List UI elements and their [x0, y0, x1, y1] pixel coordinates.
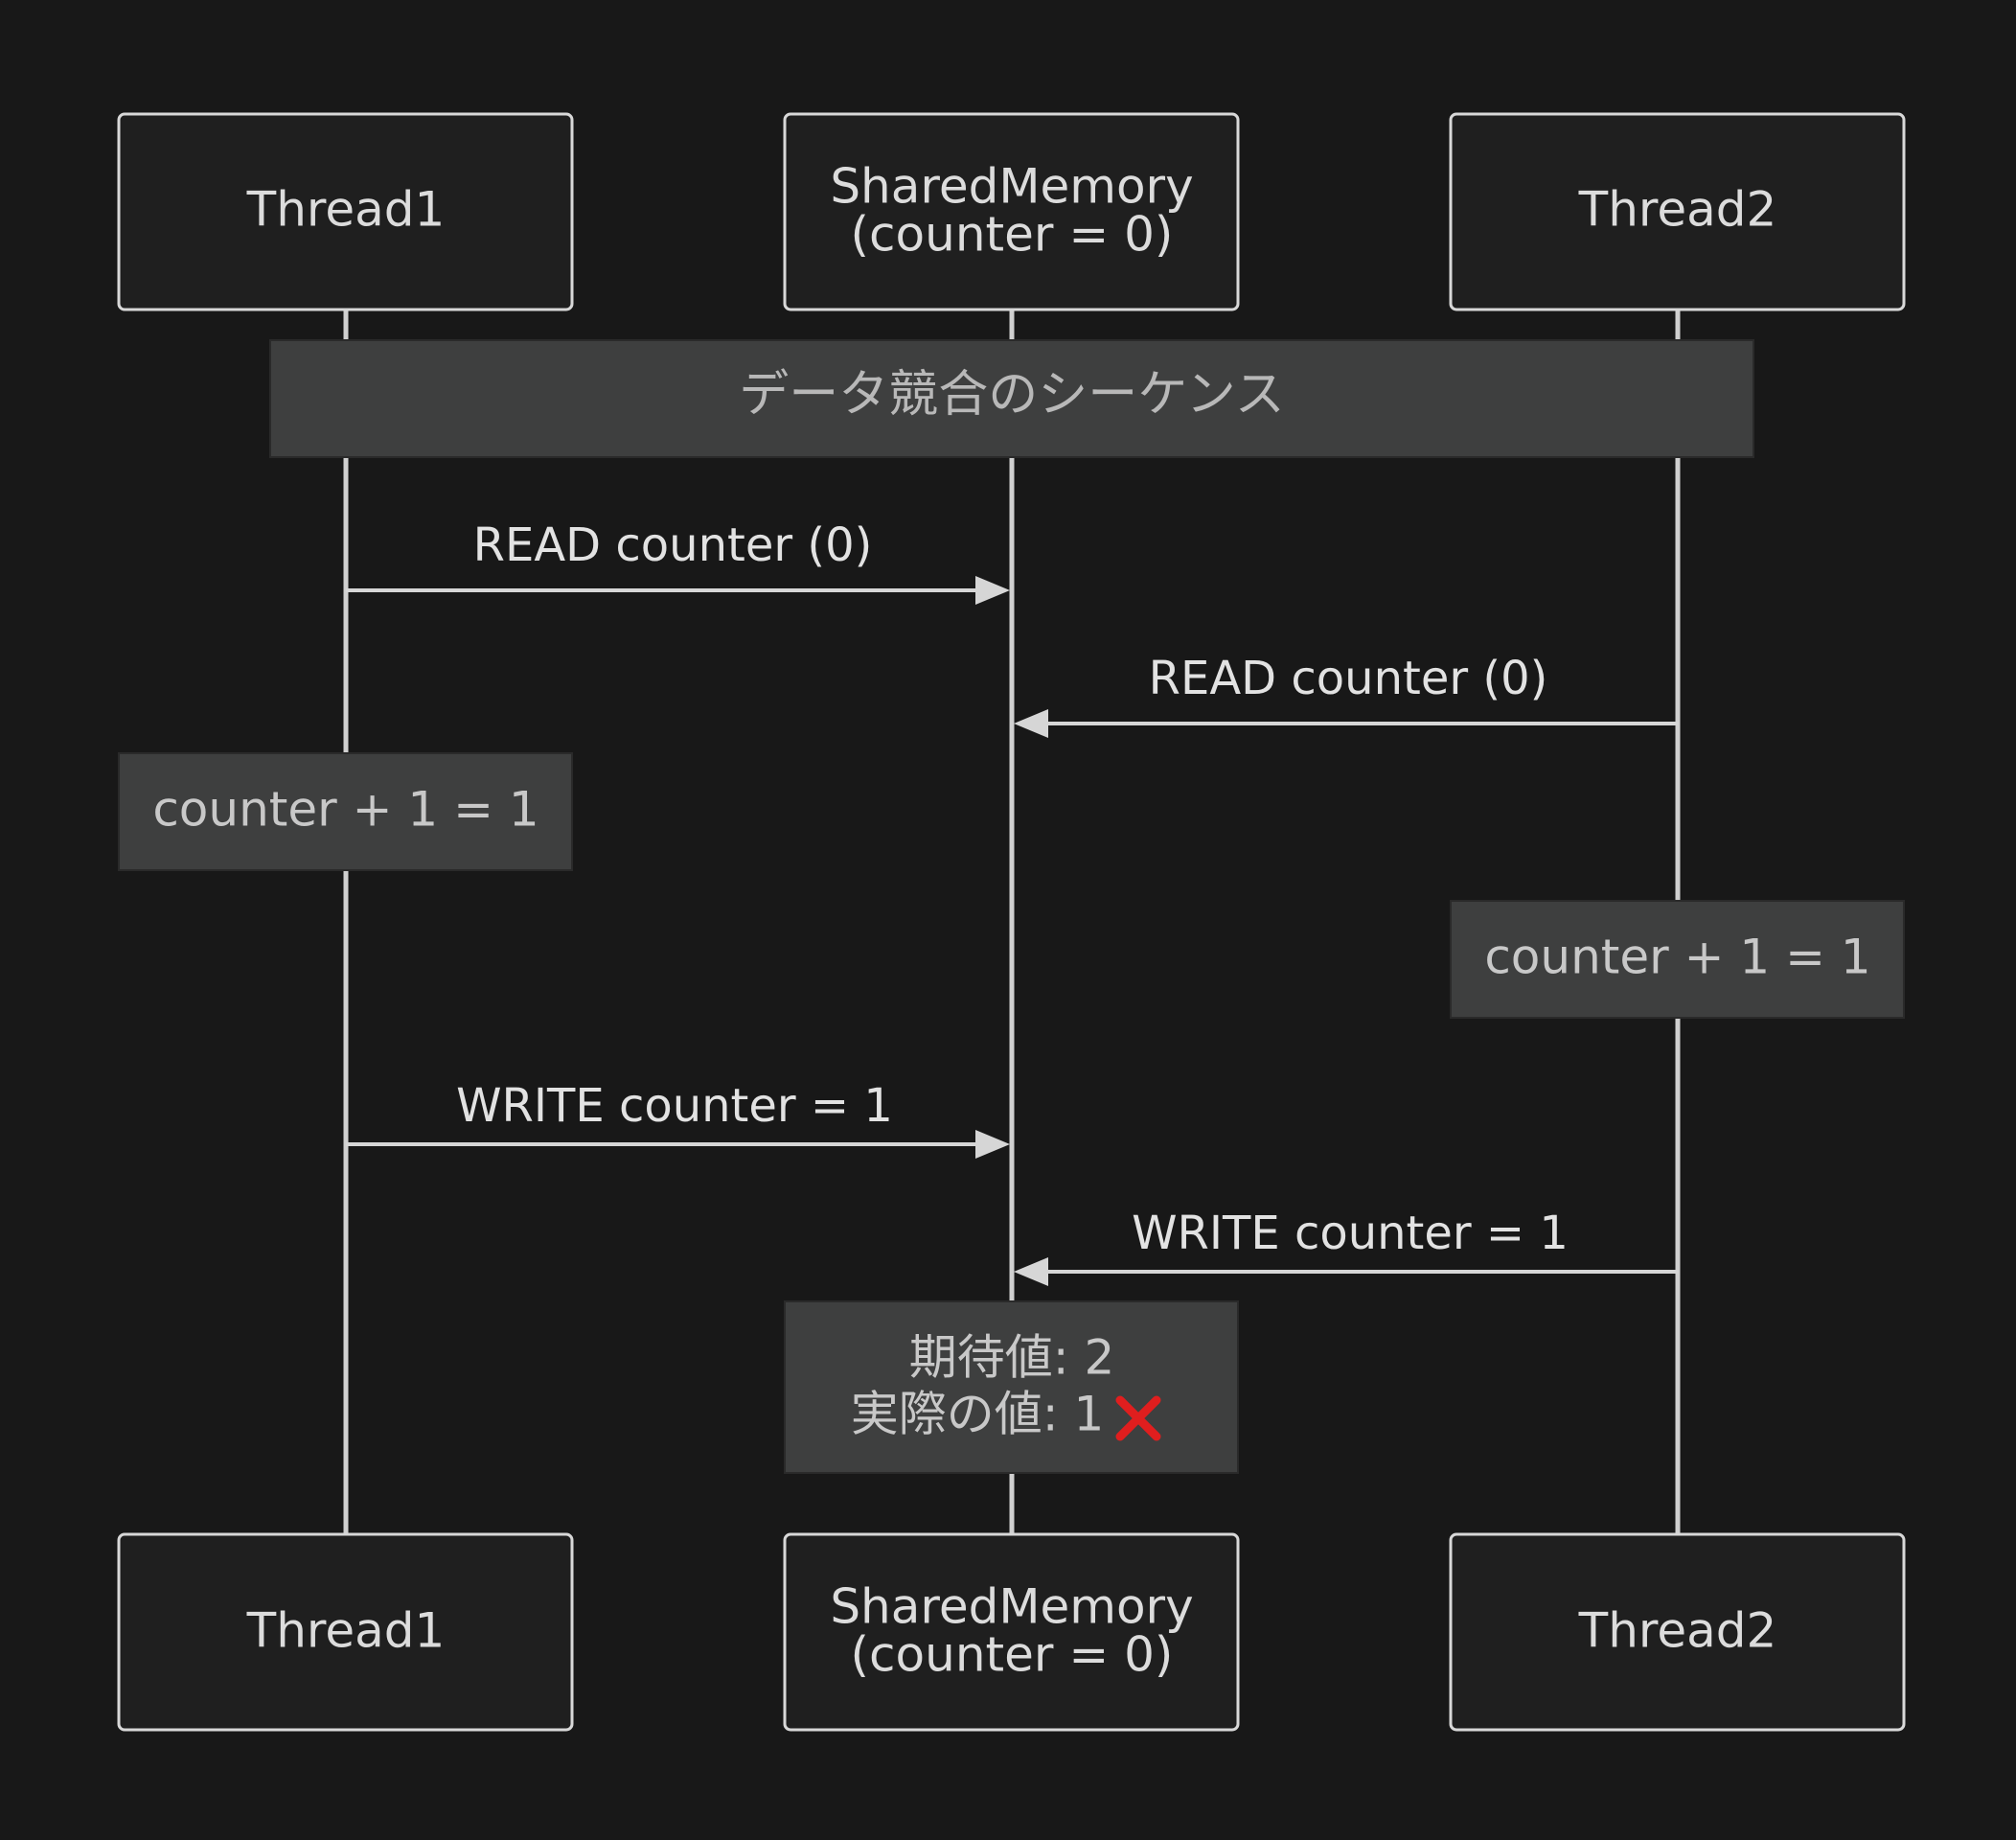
- participant-thread2-top: Thread2: [1449, 112, 1906, 311]
- participant-box: [1449, 112, 1906, 311]
- message-3: WRITE counter = 1: [346, 1079, 1010, 1159]
- note-result: 期待値: 2 実際の値: 1 ❌: [784, 1300, 1239, 1474]
- participant-shared-memory-bottom: SharedMemory (counter = 0): [783, 1532, 1240, 1732]
- message-label: WRITE counter = 1: [1132, 1207, 1569, 1260]
- participant-label-line-1: SharedMemory: [830, 159, 1193, 215]
- arrowhead-right: [975, 1130, 1010, 1159]
- note-label-expected: 期待値: 2: [909, 1330, 1115, 1386]
- note-label: counter + 1 = 1: [152, 782, 538, 838]
- note-box: [118, 752, 573, 871]
- message-label: READ counter (0): [1149, 652, 1548, 705]
- message-label: WRITE counter = 1: [456, 1079, 893, 1133]
- participant-label-line-2: (counter = 0): [851, 1627, 1174, 1683]
- participant-label: Thread2: [1578, 182, 1777, 238]
- participant-thread1-top: Thread1: [117, 112, 574, 311]
- participants-top: Thread1 SharedMemory (counter = 0) Threa…: [117, 112, 1906, 311]
- banner-label: データ競合のシーケンス: [739, 366, 1284, 424]
- participant-label: Thread1: [246, 182, 446, 238]
- arrowhead-left: [1014, 709, 1048, 738]
- participant-box: [117, 1532, 574, 1732]
- arrowhead-left: [1014, 1257, 1048, 1286]
- error-cross-stroke-2: [1115, 1395, 1161, 1441]
- participant-label-line-2: (counter = 0): [851, 207, 1174, 263]
- note-thread1-compute: counter + 1 = 1: [118, 752, 573, 871]
- participants-bottom: Thread1 SharedMemory (counter = 0) Threa…: [117, 1532, 1906, 1732]
- participant-box: [1449, 1532, 1906, 1732]
- message-label: READ counter (0): [473, 518, 873, 572]
- notes: counter + 1 = 1 counter + 1 = 1 期待値: 2 実…: [118, 752, 1905, 1474]
- participant-box: [783, 1532, 1240, 1732]
- participant-thread1-bottom: Thread1: [117, 1532, 574, 1732]
- participant-label: Thread1: [246, 1603, 446, 1659]
- participant-shared-memory-top: SharedMemory (counter = 0): [783, 112, 1240, 311]
- note-label-actual: 実際の値: 1: [851, 1387, 1105, 1442]
- arrowhead-right: [975, 576, 1010, 605]
- banner-box: [269, 339, 1754, 458]
- message-4: WRITE counter = 1: [1014, 1207, 1678, 1286]
- error-cross-icon: ❌: [1115, 1395, 1161, 1441]
- note-label: counter + 1 = 1: [1484, 930, 1870, 985]
- participant-thread2-bottom: Thread2: [1449, 1532, 1906, 1732]
- message-1: READ counter (0): [346, 518, 1010, 605]
- sequence-banner: データ競合のシーケンス: [269, 339, 1754, 458]
- participant-box: [783, 112, 1240, 311]
- note-thread2-compute: counter + 1 = 1: [1450, 900, 1905, 1019]
- message-2: READ counter (0): [1014, 652, 1678, 738]
- participant-label: Thread2: [1578, 1603, 1777, 1659]
- note-box: [784, 1300, 1239, 1474]
- participant-label-line-1: SharedMemory: [830, 1579, 1193, 1635]
- messages: READ counter (0) READ counter (0) WRITE …: [346, 518, 1678, 1286]
- note-box: [1450, 900, 1905, 1019]
- participant-box: [117, 112, 574, 311]
